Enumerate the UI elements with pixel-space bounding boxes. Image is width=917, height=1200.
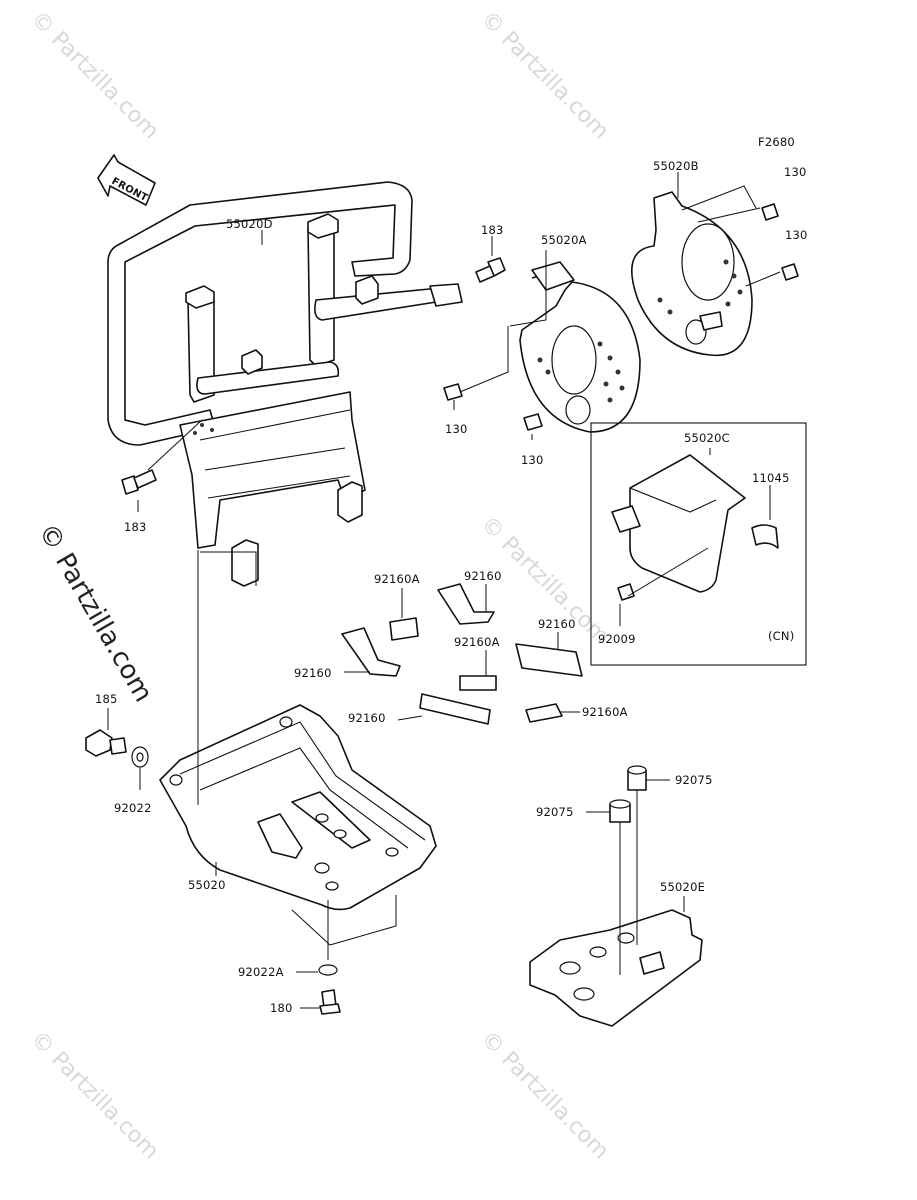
label-11045: 11045 bbox=[752, 471, 790, 485]
watermark-bottom-left: © Partzilla.com bbox=[26, 1027, 164, 1165]
pad-92160-4 bbox=[419, 693, 491, 725]
label-185: 185 bbox=[95, 692, 118, 706]
figure-code: F2680 bbox=[758, 135, 795, 149]
label-92160-1: 92160 bbox=[464, 569, 502, 583]
bolt-185 bbox=[85, 729, 127, 757]
label-92160A-2: 92160A bbox=[454, 635, 500, 649]
label-183-left: 183 bbox=[124, 520, 147, 534]
watermark-top-right: © Partzilla.com bbox=[476, 7, 614, 145]
label-55020C: 55020C bbox=[684, 431, 730, 445]
inset-box: (CN) bbox=[590, 422, 807, 666]
disc-guard-55020A bbox=[519, 261, 641, 433]
skid-plate-55020 bbox=[159, 704, 437, 911]
inset-note: (CN) bbox=[768, 629, 794, 643]
label-92022: 92022 bbox=[114, 801, 152, 815]
watermark-side: © Partzilla.com bbox=[32, 519, 158, 708]
label-130-b: 130 bbox=[785, 228, 808, 242]
label-55020B: 55020B bbox=[653, 159, 699, 173]
collar-92075-2 bbox=[609, 799, 631, 823]
watermark-top-left: © Partzilla.com bbox=[26, 7, 164, 145]
label-92022A: 92022A bbox=[238, 965, 284, 979]
label-55020: 55020 bbox=[188, 878, 226, 892]
label-130-d: 130 bbox=[521, 453, 544, 467]
bolt-130-b bbox=[781, 263, 799, 281]
label-92075-1: 92075 bbox=[675, 773, 713, 787]
part-labels: 55020D 55020B 130 130 183 55020A 130 130… bbox=[95, 159, 808, 1015]
label-92160-2: 92160 bbox=[538, 617, 576, 631]
pad-set bbox=[341, 583, 583, 725]
bolt-180 bbox=[319, 989, 341, 1015]
front-guard-55020D bbox=[107, 181, 463, 587]
label-92009: 92009 bbox=[598, 632, 636, 646]
label-92160A-1: 92160A bbox=[374, 572, 420, 586]
pad-92160A-2 bbox=[459, 675, 497, 691]
label-130-c: 130 bbox=[445, 422, 468, 436]
watermark-bottom-right: © Partzilla.com bbox=[476, 1027, 614, 1165]
bolt-183-left bbox=[121, 469, 157, 495]
label-92075-2: 92075 bbox=[536, 805, 574, 819]
label-92160-4: 92160 bbox=[348, 711, 386, 725]
bolt-130-a bbox=[761, 203, 779, 221]
label-55020E: 55020E bbox=[660, 880, 705, 894]
pad-92160-1 bbox=[437, 583, 495, 625]
bolt-130-c bbox=[443, 383, 463, 401]
pad-92160-3 bbox=[515, 643, 583, 677]
label-92160A-3: 92160A bbox=[582, 705, 628, 719]
label-130-a: 130 bbox=[784, 165, 807, 179]
leader-lines bbox=[107, 172, 781, 1009]
pad-92160A-1 bbox=[389, 617, 419, 641]
washer-92022A bbox=[318, 964, 338, 976]
pad-92160A-3 bbox=[525, 703, 563, 723]
label-92160-3: 92160 bbox=[294, 666, 332, 680]
label-183-top: 183 bbox=[481, 223, 504, 237]
skid-plate-55020E bbox=[529, 909, 703, 1027]
label-55020A: 55020A bbox=[541, 233, 587, 247]
collar-92075-1 bbox=[627, 765, 647, 791]
label-180: 180 bbox=[270, 1001, 293, 1015]
label-55020D: 55020D bbox=[226, 217, 273, 231]
bolt-130-d bbox=[523, 413, 543, 431]
disc-guard-55020B bbox=[630, 191, 753, 357]
front-arrow: FRONT bbox=[97, 154, 156, 206]
washer-92022 bbox=[131, 746, 149, 768]
bolt-183-top bbox=[475, 257, 506, 283]
pad-92160-2 bbox=[341, 627, 401, 677]
